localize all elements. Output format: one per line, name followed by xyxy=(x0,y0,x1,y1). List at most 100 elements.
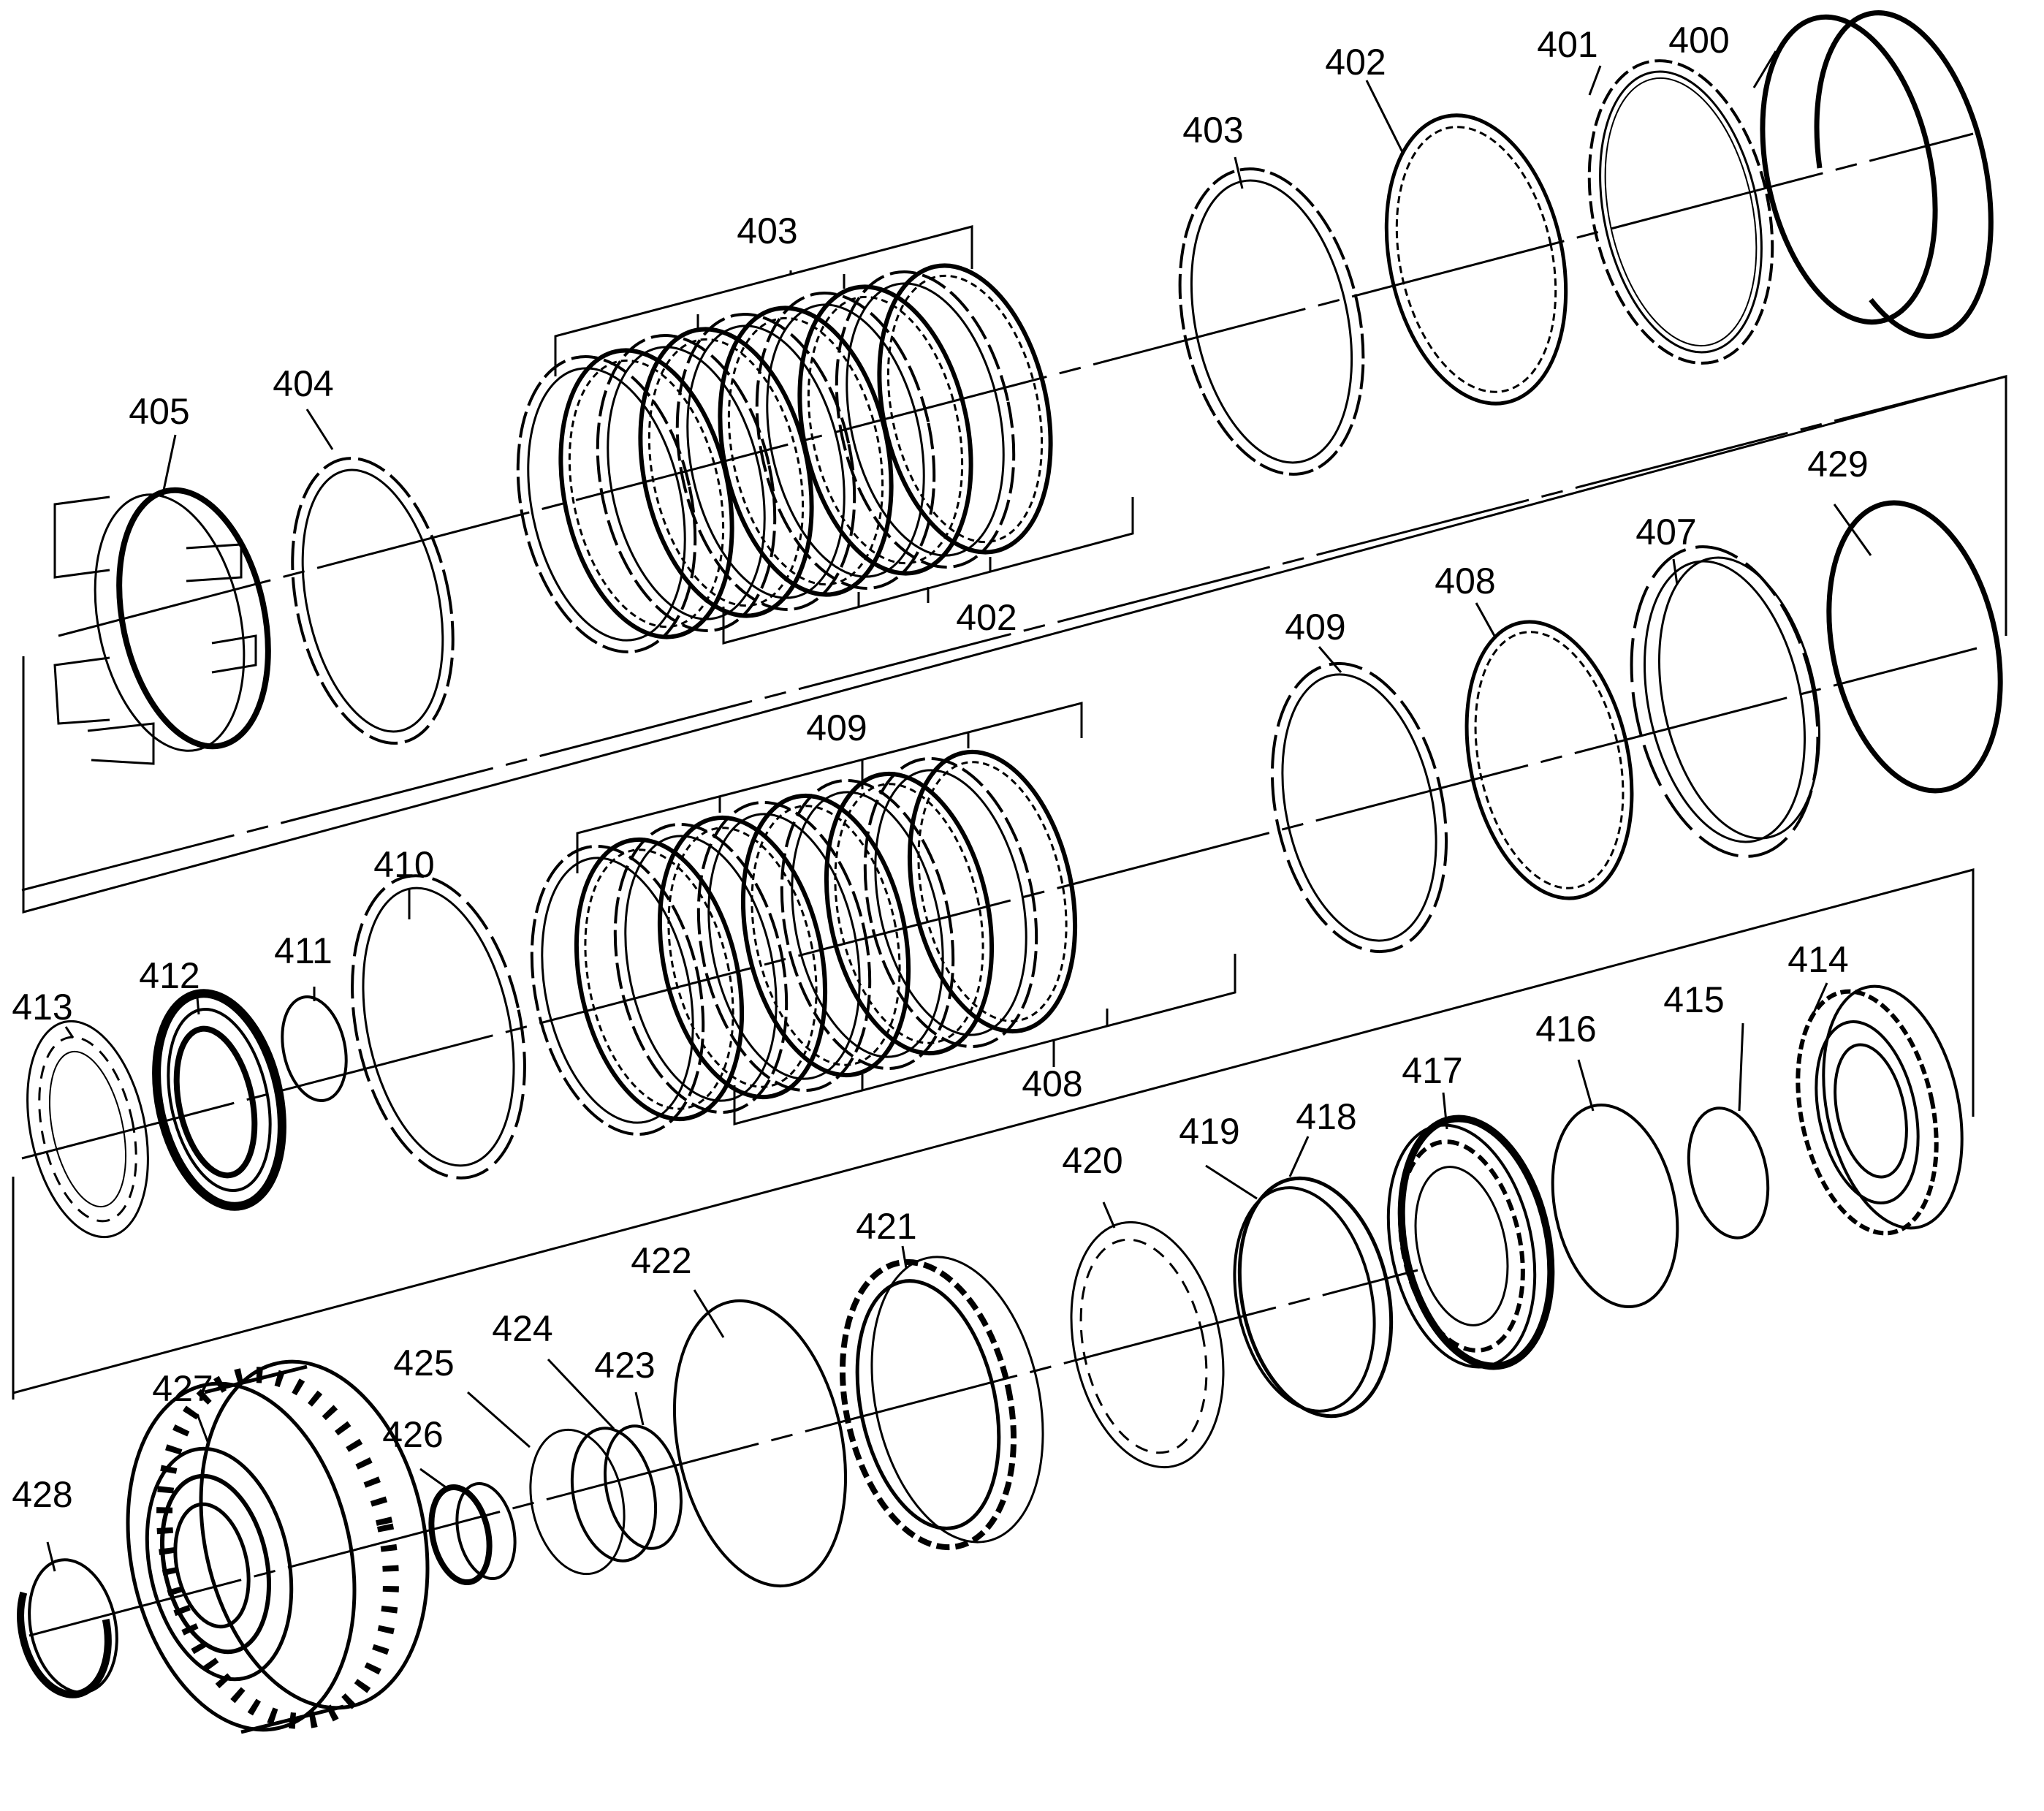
plate-408 xyxy=(907,749,1078,1034)
part-403-single xyxy=(1178,167,1365,476)
label-401: 401 xyxy=(1537,24,1597,65)
part-416 xyxy=(1551,1104,1679,1308)
label-403: 403 xyxy=(737,210,797,251)
label-409: 409 xyxy=(806,707,867,748)
plate-409 xyxy=(613,822,789,1115)
part-402-single xyxy=(1384,113,1568,406)
plate-403-inner xyxy=(846,282,1005,557)
part-404 xyxy=(291,457,455,745)
bracket-409 xyxy=(576,702,1083,873)
clutch-pack-row-1 xyxy=(516,263,1053,653)
label-402: 402 xyxy=(1325,42,1386,83)
label-425: 425 xyxy=(393,1343,454,1383)
label-413: 413 xyxy=(12,987,72,1028)
label-409: 409 xyxy=(1285,607,1345,648)
plate-409-inner xyxy=(707,813,861,1080)
label-408: 408 xyxy=(1435,561,1495,601)
part-419 xyxy=(1233,1186,1376,1413)
part-422 xyxy=(672,1299,848,1588)
plate-402-inner xyxy=(568,359,725,629)
label-420: 420 xyxy=(1062,1140,1122,1181)
brackets xyxy=(554,225,1236,1125)
plate-402-inner xyxy=(727,316,884,586)
label-404: 404 xyxy=(273,363,333,404)
plate-402-inner xyxy=(886,274,1044,544)
label-411: 411 xyxy=(274,930,333,971)
plate-408-inner xyxy=(667,827,818,1088)
axis-row-4 xyxy=(29,1269,1418,1637)
plate-403-inner xyxy=(607,346,766,620)
plate-408 xyxy=(824,771,995,1056)
label-426: 426 xyxy=(382,1414,443,1455)
plate-403 xyxy=(755,292,936,590)
plate-408-inner xyxy=(834,783,984,1044)
connector-row1-row2 xyxy=(22,375,2007,914)
label-429: 429 xyxy=(1807,444,1868,485)
label-405: 405 xyxy=(129,391,189,432)
row-connectors xyxy=(12,375,2007,1400)
part-421 xyxy=(839,1256,1044,1551)
plate-402-inner xyxy=(647,338,805,607)
axis-row-2 xyxy=(21,375,2007,892)
plate-402 xyxy=(877,263,1053,555)
plate-408 xyxy=(657,815,828,1100)
part-429 xyxy=(1826,500,2003,794)
plate-403-inner xyxy=(686,324,846,599)
part-427 xyxy=(126,1359,430,1734)
clutch-pack-row-2 xyxy=(530,749,1078,1136)
label-421: 421 xyxy=(856,1206,916,1247)
plate-408-inner xyxy=(584,848,734,1110)
label-422: 422 xyxy=(631,1240,691,1281)
label-400: 400 xyxy=(1668,20,1729,61)
plate-403 xyxy=(675,313,856,611)
plate-408 xyxy=(574,837,745,1122)
label-407: 407 xyxy=(1635,512,1696,553)
plate-409-inner xyxy=(541,857,694,1124)
label-403: 403 xyxy=(1182,110,1243,151)
plate-409-inner xyxy=(791,791,944,1058)
label-412: 412 xyxy=(139,955,200,996)
part-414 xyxy=(1796,984,1964,1236)
part-labels: 400 401 402 403 403 402 405 404 429 407 … xyxy=(12,20,1868,1515)
plate-409 xyxy=(696,800,872,1093)
label-427: 427 xyxy=(152,1368,213,1409)
plate-409-inner xyxy=(874,769,1027,1036)
plate-403 xyxy=(516,355,697,653)
axis-row-3 xyxy=(21,647,1977,1160)
label-417: 417 xyxy=(1402,1050,1462,1091)
part-409-single xyxy=(1270,661,1448,954)
part-424 xyxy=(570,1427,658,1563)
bracket-408 xyxy=(733,954,1236,1125)
label-402: 402 xyxy=(956,597,1017,638)
part-426 xyxy=(428,1481,517,1586)
part-407 xyxy=(1630,545,1821,858)
plate-403-inner xyxy=(527,367,686,642)
part-417 xyxy=(1386,1115,1555,1370)
part-425 xyxy=(529,1428,626,1576)
part-410 xyxy=(351,874,526,1180)
plate-409 xyxy=(863,756,1038,1049)
part-413 xyxy=(26,1020,149,1239)
plate-402 xyxy=(797,284,973,576)
label-410: 410 xyxy=(373,844,434,885)
part-418 xyxy=(1237,1176,1394,1419)
part-423 xyxy=(603,1424,683,1550)
label-428: 428 xyxy=(12,1474,72,1515)
part-412 xyxy=(152,989,286,1211)
plate-409 xyxy=(530,844,705,1136)
connector-row2-row3 xyxy=(12,868,1975,1394)
label-423: 423 xyxy=(594,1345,655,1386)
plate-408-inner xyxy=(917,761,1068,1022)
part-401 xyxy=(1587,59,1774,365)
label-418: 418 xyxy=(1296,1096,1356,1137)
label-419: 419 xyxy=(1179,1111,1239,1152)
plate-403 xyxy=(596,334,777,632)
label-415: 415 xyxy=(1663,979,1724,1020)
part-400 xyxy=(1760,10,1994,339)
bracket-403 xyxy=(554,225,973,376)
plate-402-inner xyxy=(807,295,964,565)
part-420 xyxy=(1070,1220,1225,1469)
plate-408 xyxy=(740,793,911,1078)
part-428 xyxy=(17,1558,118,1698)
